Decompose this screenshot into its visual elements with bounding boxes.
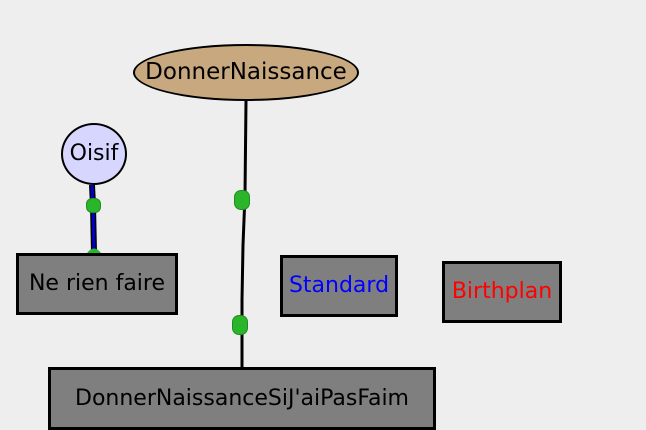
node-donner-naissance[interactable]: DonnerNaissance: [133, 44, 359, 101]
edge-handle-donner-upper[interactable]: [234, 190, 250, 210]
node-ne-rien-faire-label: Ne rien faire: [28, 271, 166, 296]
node-standard[interactable]: Standard: [280, 255, 398, 317]
edge-oisif-to-ne-rien-faire[interactable]: [90, 184, 96, 254]
node-donner-naissance-sij-label: DonnerNaissanceSiJ'aiPasFaim: [75, 385, 409, 411]
node-birthplan-label: Birthplan: [451, 279, 553, 304]
node-donner-naissance-label: DonnerNaissance: [145, 59, 347, 85]
edge-handle-oisif-bottom[interactable]: [87, 248, 101, 254]
node-donner-naissance-sij[interactable]: DonnerNaissanceSiJ'aiPasFaim: [48, 367, 436, 430]
edge-handle-oisif-top[interactable]: [86, 198, 101, 213]
node-standard-label: Standard: [288, 273, 390, 298]
edge-handle-donner-lower[interactable]: [232, 315, 248, 335]
node-birthplan[interactable]: Birthplan: [442, 261, 562, 323]
node-oisif-label: Oisif: [69, 141, 119, 166]
node-ne-rien-faire[interactable]: Ne rien faire: [16, 253, 178, 315]
node-oisif[interactable]: Oisif: [61, 123, 127, 185]
